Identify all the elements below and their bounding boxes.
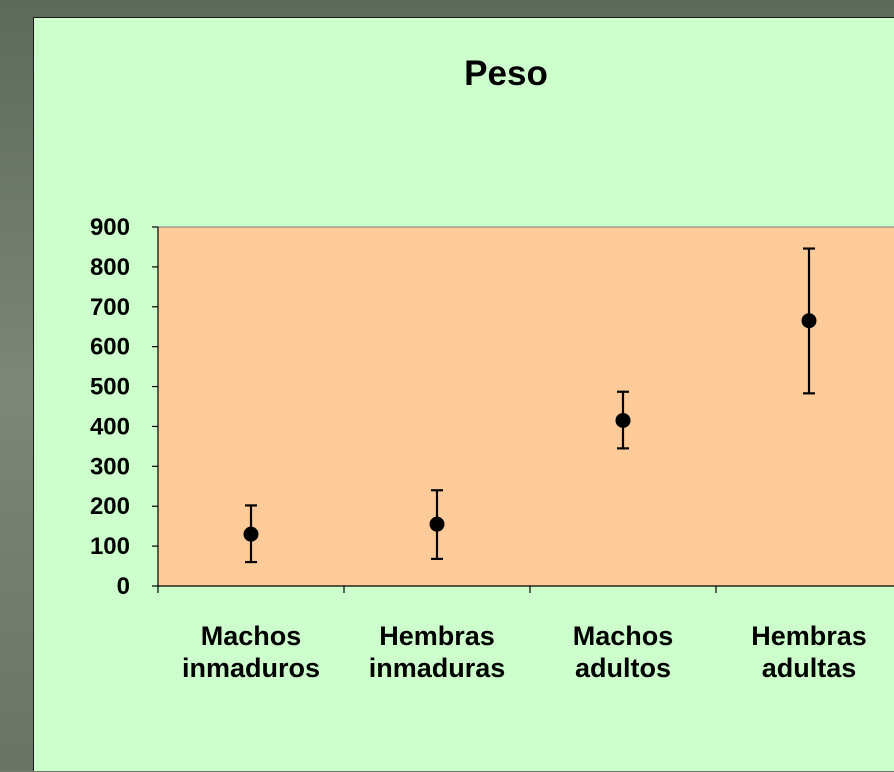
data-point	[429, 516, 445, 532]
y-tick-label: 300	[90, 453, 130, 480]
plot-area	[157, 226, 894, 587]
y-tick-label: 500	[90, 374, 130, 401]
x-category-label-line: adultos	[575, 653, 671, 683]
data-point	[615, 412, 631, 428]
x-category-label-line: inmaduras	[369, 653, 506, 683]
data-point	[801, 313, 817, 329]
x-category-label-line: adultas	[762, 653, 857, 683]
y-tick-label: 400	[90, 413, 130, 440]
x-category-label-line: Hembras	[379, 621, 495, 651]
y-tick-label: 600	[90, 334, 130, 361]
x-category-label-line: Hembras	[751, 621, 867, 651]
y-tick-label: 900	[90, 214, 130, 241]
y-tick-label: 700	[90, 294, 130, 321]
x-category-label-line: Machos	[573, 621, 674, 651]
y-tick-label: 100	[90, 533, 130, 560]
chart-title: Peso	[464, 54, 548, 93]
y-tick-label: 200	[90, 493, 130, 520]
y-tick-label: 0	[117, 573, 130, 600]
x-category-label-line: inmaduros	[182, 653, 320, 683]
y-tick-label: 800	[90, 254, 130, 281]
data-point	[243, 526, 259, 542]
x-category-label-line: Machos	[201, 621, 302, 651]
